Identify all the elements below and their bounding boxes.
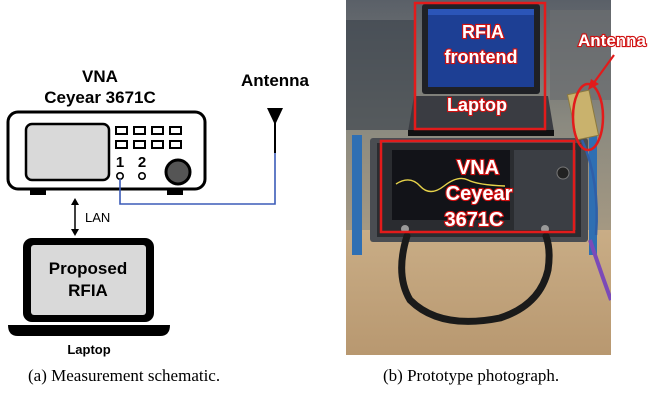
rf-cable bbox=[119, 153, 276, 205]
vna-key bbox=[151, 140, 164, 149]
vna-key bbox=[115, 140, 128, 149]
vna-key bbox=[169, 126, 182, 135]
table-surface bbox=[346, 230, 611, 355]
measurement-schematic: VNA Ceyear 3671C 1 2 bbox=[6, 67, 310, 357]
photo-laptop-screen bbox=[428, 9, 534, 87]
vna-key bbox=[115, 126, 128, 135]
photo-laptop-front bbox=[408, 130, 554, 136]
laptop-annotation-box bbox=[413, 1, 547, 131]
lan-arrow-up bbox=[71, 198, 79, 205]
lan-arrow-down bbox=[71, 229, 79, 236]
laptop-label: Laptop bbox=[67, 342, 110, 357]
port1-connector bbox=[116, 172, 125, 181]
antenna-symbol bbox=[267, 108, 283, 125]
vna-title-line1: VNA bbox=[82, 67, 118, 86]
antenna-annotation-ellipse bbox=[571, 82, 605, 152]
antenna-label: Antenna bbox=[241, 71, 310, 90]
laptop-screen-line2: RFIA bbox=[68, 281, 108, 300]
photo-antenna-cable bbox=[580, 139, 598, 236]
background-shelf bbox=[550, 10, 611, 100]
vna-foot-right bbox=[167, 189, 183, 195]
photo-vna-knob bbox=[556, 166, 570, 180]
caption-schematic: (a) Measurement schematic. bbox=[28, 366, 221, 385]
vna-keypad bbox=[115, 126, 182, 149]
photo-cable-purple bbox=[588, 239, 611, 301]
photo-antenna-label: Antenna bbox=[578, 31, 647, 50]
laptop-box-line2: frontend bbox=[445, 47, 518, 67]
photo-laptop-titlebar bbox=[428, 9, 534, 15]
laptop-box-line1: RFIA bbox=[462, 22, 504, 42]
photo-vna-trace bbox=[395, 177, 506, 193]
vna-display bbox=[24, 122, 111, 182]
laptop-schematic: Proposed RFIA Laptop bbox=[8, 238, 170, 357]
vna-annotation-box bbox=[379, 139, 576, 234]
vna-box-line3: 3671C bbox=[445, 209, 504, 231]
vna-foot-left bbox=[30, 189, 46, 195]
port2-connector bbox=[138, 172, 147, 181]
background-rack bbox=[346, 20, 416, 130]
photo-laptop-keyboard bbox=[408, 96, 554, 132]
port1-label: 1 bbox=[116, 154, 124, 171]
lan-label: LAN bbox=[85, 210, 110, 225]
caption-photograph: (b) Prototype photograph. bbox=[383, 366, 560, 385]
antenna-annotation-arrow bbox=[592, 54, 615, 85]
laptop-screen bbox=[31, 245, 146, 315]
vna-key bbox=[169, 140, 182, 149]
port2-label: 2 bbox=[138, 154, 146, 171]
vna-key bbox=[151, 126, 164, 135]
photo-vna-keypad bbox=[514, 150, 576, 230]
photo-rf-cable-black bbox=[398, 232, 553, 325]
vna-instrument: 1 2 bbox=[6, 110, 207, 195]
laptop-box-line3: Laptop bbox=[447, 95, 507, 115]
vna-key bbox=[133, 140, 146, 149]
rack-rail-left bbox=[352, 135, 362, 255]
vna-key bbox=[133, 126, 146, 135]
vna-box-line1: VNA bbox=[457, 157, 499, 179]
laptop-screen-line1: Proposed bbox=[49, 259, 127, 278]
vna-knob bbox=[164, 158, 192, 186]
antenna-arrow-head bbox=[588, 79, 599, 90]
rack-rail-right bbox=[589, 135, 597, 255]
vna-title-line2: Ceyear 3671C bbox=[44, 88, 156, 107]
vna-box-line2: Ceyear bbox=[446, 183, 513, 205]
laptop-base bbox=[8, 325, 170, 336]
prototype-photograph: RFIA frontend Laptop Antenna VNA Ceyear … bbox=[346, 0, 648, 355]
